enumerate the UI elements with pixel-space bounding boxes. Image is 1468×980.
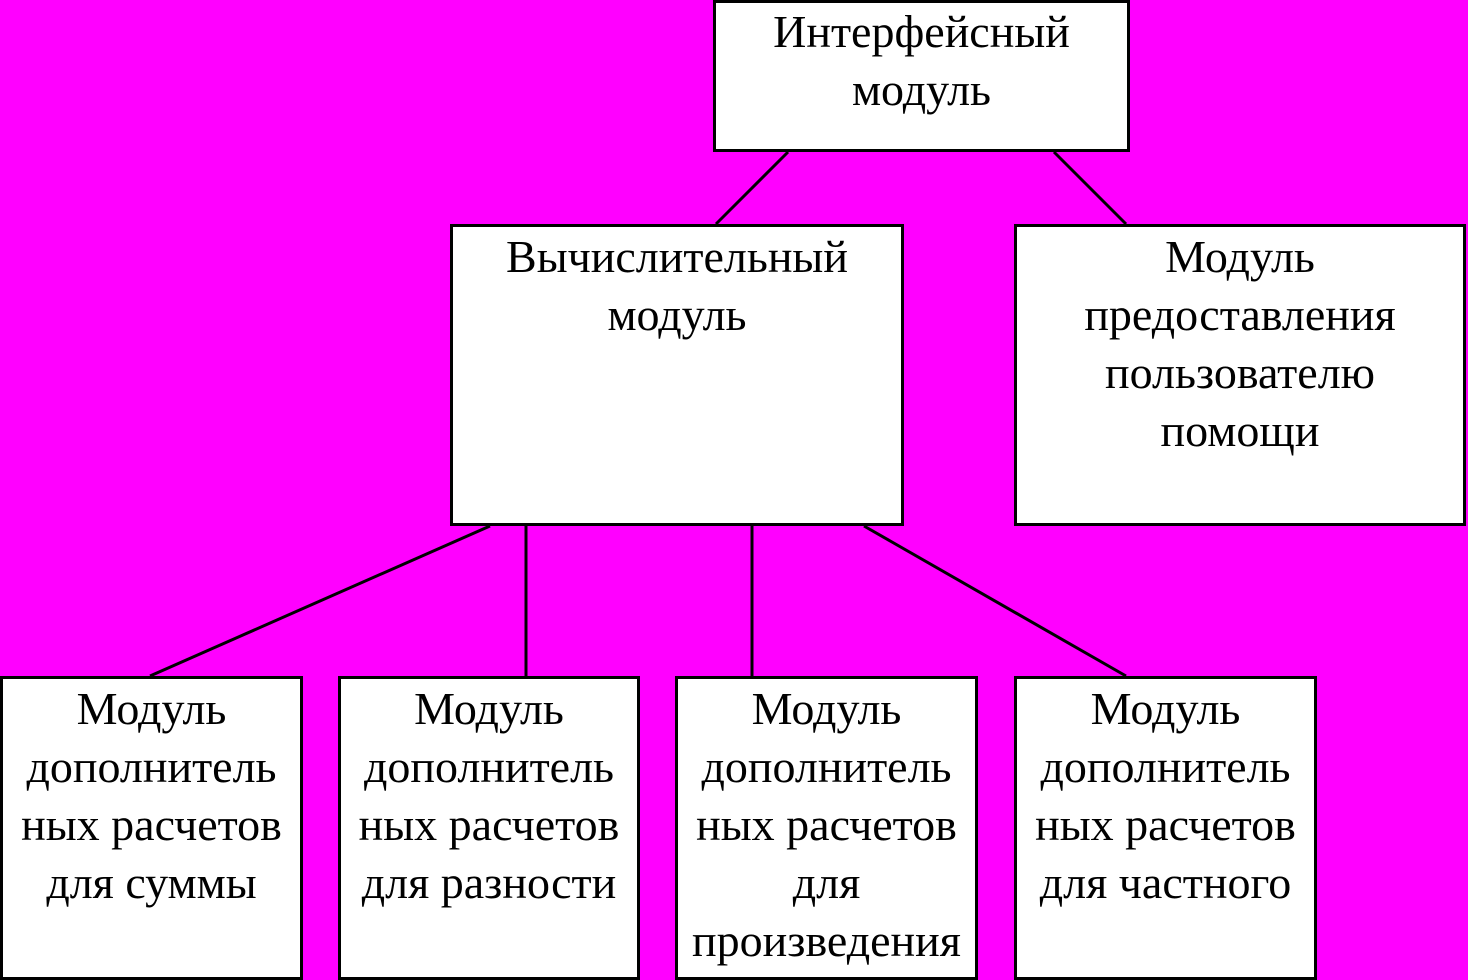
sum-module-box: Модуль дополнитель ных расчетов для сумм… xyxy=(0,676,303,980)
interface-module-box: Интерфейсный модуль xyxy=(713,0,1130,152)
help-module-label: Модуль предоставления пользователю помощ… xyxy=(1084,231,1396,456)
quotient-module-label: Модуль дополнитель ных расчетов для част… xyxy=(1035,683,1296,908)
interface-module-label: Интерфейсный модуль xyxy=(773,6,1070,115)
difference-module-label: Модуль дополнитель ных расчетов для разн… xyxy=(358,683,620,908)
quotient-module-box: Модуль дополнитель ных расчетов для част… xyxy=(1014,676,1317,980)
edge-compute-quot xyxy=(863,524,1127,678)
edge-compute-sum xyxy=(149,524,491,678)
computational-module-label: Вычислительный модуль xyxy=(506,231,848,340)
computational-module-box: Вычислительный модуль xyxy=(450,224,904,526)
product-module-label: Модуль дополнитель ных расчетов для прои… xyxy=(692,683,961,966)
edge-interface-help xyxy=(1052,150,1128,226)
difference-module-box: Модуль дополнитель ных расчетов для разн… xyxy=(338,676,640,980)
edge-interface-compute xyxy=(714,150,790,226)
product-module-box: Модуль дополнитель ных расчетов для прои… xyxy=(675,676,978,980)
help-module-box: Модуль предоставления пользователю помощ… xyxy=(1014,224,1466,526)
sum-module-label: Модуль дополнитель ных расчетов для сумм… xyxy=(21,683,282,908)
